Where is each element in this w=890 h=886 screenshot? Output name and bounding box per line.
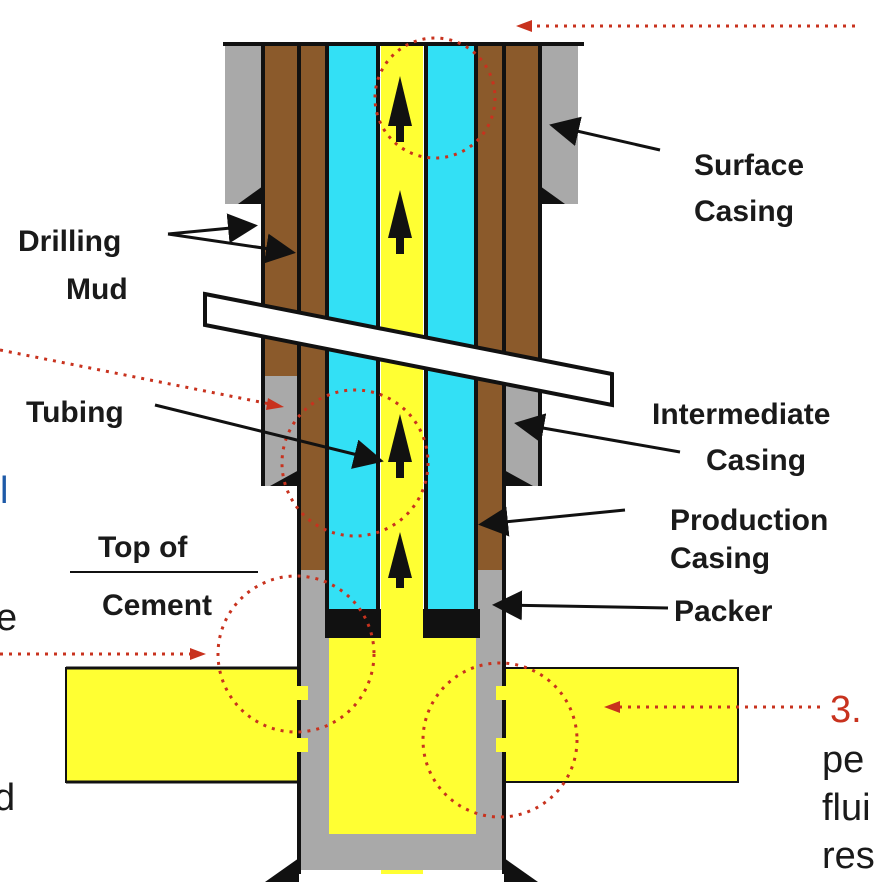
highlight-circles [216,36,579,819]
casing-shoes [238,186,565,882]
production-casing-label-2: Casing [670,542,770,575]
production-mud-left [299,464,327,574]
tubing-label: Tubing [26,396,124,429]
production-casing-label-1: Production [670,504,828,537]
intermediate-cement-right [504,376,540,486]
packer-label: Packer [674,595,773,628]
casing-walls [223,42,584,874]
callout-lines [0,20,855,713]
top-of-cement-label-1: Top of [98,531,188,564]
flow-arrows [388,76,412,588]
surface-cement-right [540,44,578,204]
wellbore-sump [329,638,476,834]
perforation-gaps [297,686,507,752]
callout-line-1: pe [822,739,864,781]
surface-cement-left [225,44,263,204]
intermediate-casing-label-2: Casing [706,444,806,477]
drilling-mud-label-2: Mud [66,273,128,306]
production-cement-left [299,570,329,870]
callout-line-2: flui [822,787,871,829]
annulus-cyan-right [426,44,476,609]
surface-casing-label-1: Surface [694,149,804,182]
left-text-fragment-2: e [0,597,17,639]
surface-casing-label-2: Casing [694,195,794,228]
top-of-cement-label-2: Cement [102,589,212,622]
intermediate-cement-left [263,376,299,486]
production-cement-right [476,570,506,870]
left-text-fragment-1: l [0,470,8,512]
drilling-mud-label-1: Drilling [18,225,121,258]
production-mud-right [476,464,504,574]
callout-number: 3. [830,689,862,731]
left-text-fragment-3: d [0,777,15,819]
callout-line-3: res [822,835,875,877]
intermediate-casing-label-1: Intermediate [652,398,830,431]
leader-arrows [154,116,681,621]
depth-break-band [203,291,614,408]
packer-right [423,609,480,638]
sump-bottom [329,834,476,870]
